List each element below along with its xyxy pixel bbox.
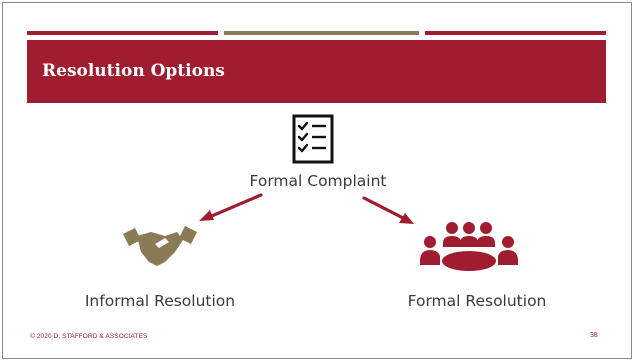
checklist-icon xyxy=(292,114,334,164)
informal-resolution-label: Informal Resolution xyxy=(84,292,236,310)
footer-copyright: © 2020 D. STAFFORD & ASSOCIATES xyxy=(30,333,148,340)
slide-title: Resolution Options xyxy=(42,61,225,81)
accent-bar-left xyxy=(27,31,218,35)
arrow-to-informal-icon xyxy=(199,193,263,221)
formal-resolution-label: Formal Resolution xyxy=(407,292,547,310)
handshake-icon xyxy=(123,226,197,266)
accent-bar-middle xyxy=(224,31,419,35)
title-band: Resolution Options xyxy=(27,40,606,103)
arrow-to-formal-icon xyxy=(362,196,414,224)
accent-bar-right xyxy=(425,31,606,35)
top-accent-bars xyxy=(27,31,606,35)
slide-frame xyxy=(2,2,632,359)
meeting-icon xyxy=(420,222,518,271)
formal-complaint-label: Formal Complaint xyxy=(249,172,387,190)
slide-number: 38 xyxy=(590,332,598,339)
